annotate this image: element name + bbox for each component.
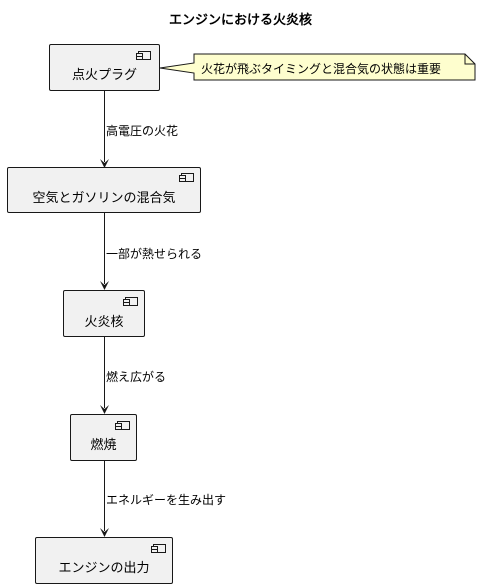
component-icon	[115, 421, 130, 430]
component-label: エンジンの出力	[58, 561, 150, 576]
edge-arrowhead-spark-mixture	[100, 159, 109, 168]
edge-label-combustion-output: エネルギーを生み出す	[106, 493, 227, 507]
component-label: 点火プラグ	[71, 68, 137, 83]
diagram-title: エンジンにおける火炎核	[168, 13, 312, 28]
note-fold	[464, 54, 475, 65]
component-icon	[179, 173, 194, 182]
component-air-fuel-mixture: 空気とガソリンの混合気	[7, 167, 201, 213]
component-combustion: 燃焼	[70, 414, 137, 461]
note-text: 火花が飛ぶタイミングと混合気の状態は重要	[201, 62, 442, 76]
component-flame-kernel: 火炎核	[63, 290, 145, 337]
component-icon	[136, 51, 151, 60]
component-label: 火炎核	[84, 315, 124, 330]
edge-label-mixture-kernel: 一部が熱せられる	[106, 247, 203, 261]
component-icon	[123, 297, 138, 306]
edge-arrowhead-combustion-output	[100, 528, 109, 537]
edge-arrowhead-mixture-kernel	[100, 281, 109, 290]
note-shape	[159, 53, 476, 81]
edge-arrowhead-kernel-combustion	[100, 405, 109, 414]
component-label: 燃焼	[90, 438, 117, 453]
edge-label-spark-mixture: 高電圧の火花	[106, 124, 179, 138]
component-label: 空気とガソリンの混合気	[32, 191, 176, 206]
edge-label-kernel-combustion: 燃え広がる	[106, 370, 167, 384]
component-engine-output: エンジンの出力	[35, 537, 173, 584]
component-icon	[151, 544, 166, 553]
component-spark-plug: 点火プラグ	[49, 44, 160, 91]
